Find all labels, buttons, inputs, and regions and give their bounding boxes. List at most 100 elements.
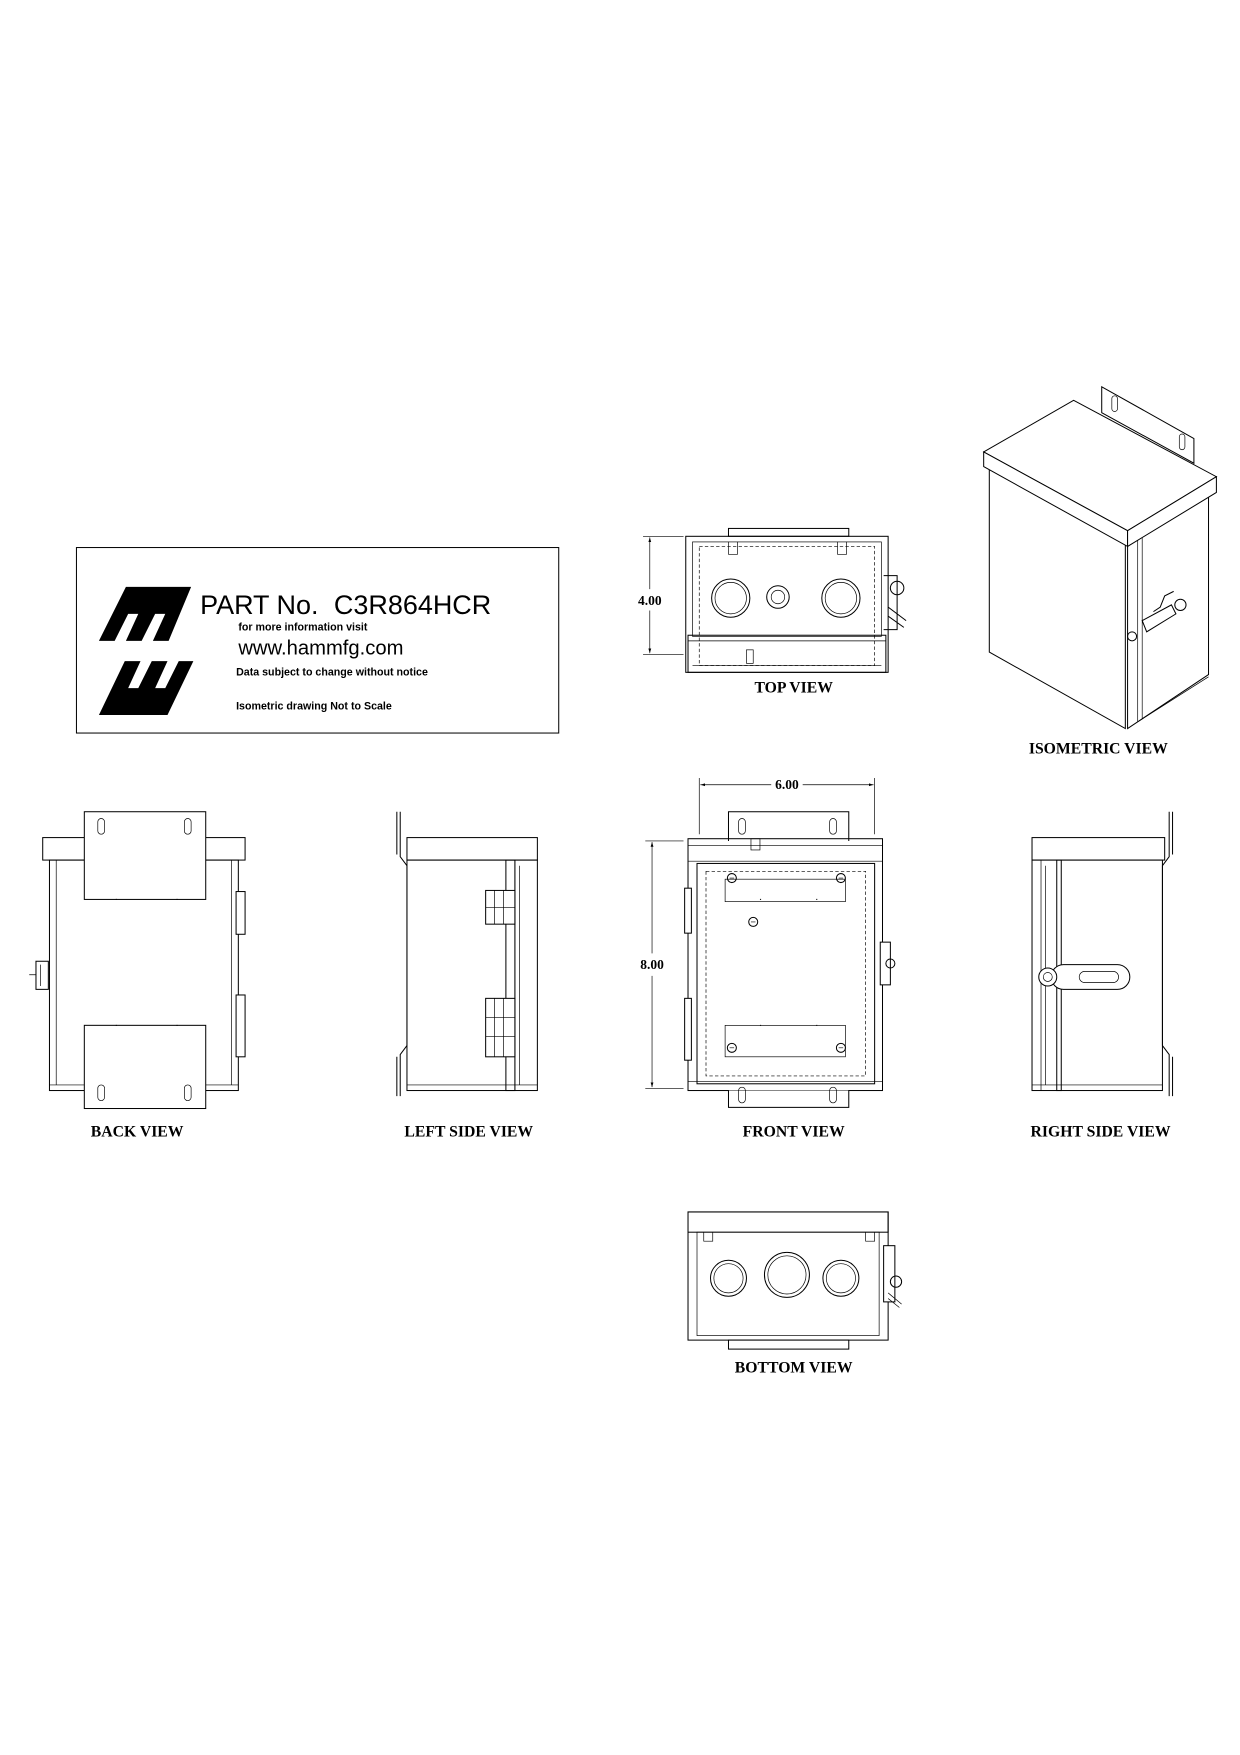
iso-latch: [1127, 590, 1187, 642]
info-line: for more information visit: [238, 622, 368, 634]
bracket-plate: [83, 1024, 207, 1110]
front-hinges: [684, 887, 692, 1061]
latch-handle: [1050, 964, 1131, 990]
latch-ring: [889, 580, 905, 596]
bottom-view: BOTTOM VIEW: [687, 1211, 903, 1377]
latch-ring: [885, 958, 896, 969]
iso-door-frame-lines: [1137, 537, 1209, 723]
height-dimension-value: 8.00: [640, 957, 664, 972]
top-view-knockouts: [711, 578, 861, 618]
latch-body: [879, 941, 891, 986]
dimension-extension-lines: [645, 840, 684, 1089]
bottom-knockouts: [709, 1251, 860, 1298]
bracket-slot-left: [738, 818, 746, 835]
bottom-mounting-bracket: [727, 1339, 850, 1350]
bracket-slot-left: [97, 1084, 105, 1101]
bracket-slot-left: [738, 1086, 746, 1104]
screw: [726, 873, 737, 884]
bottom-notches: [703, 1232, 875, 1242]
knockout-left-inner: [714, 582, 747, 615]
part-label: PART No.: [200, 590, 318, 620]
title-block: PART No. C3R864HCR for more information …: [75, 547, 560, 734]
front-lid-tab: [750, 838, 761, 851]
back-top-bracket: [83, 811, 207, 900]
screw: [726, 1042, 737, 1053]
left-lid: [406, 837, 538, 861]
latch-body: [35, 960, 49, 990]
top-view-mounting-bracket: [727, 527, 850, 537]
iso-latch-ring: [1174, 598, 1187, 612]
latch-slot: [1078, 971, 1119, 983]
front-hidden-backplate: [705, 870, 866, 1077]
knockout-right: [822, 1259, 860, 1297]
latch-pivot-inner: [1042, 972, 1053, 982]
iso-latch-hasp: [1153, 590, 1174, 613]
top-view-door-edge: [687, 634, 887, 673]
top-view-hidden-lines: [698, 546, 875, 666]
knockout-left: [711, 578, 751, 618]
knockout-center: [766, 585, 790, 609]
logo-lower-mark: [98, 661, 194, 716]
hammond-logo: [98, 586, 194, 716]
back-view: BACK VIEW: [29, 811, 246, 1141]
front-bottom-bracket: [727, 1086, 850, 1108]
bracket-slot-left: [97, 818, 105, 835]
iso-bracket-plate: [1101, 385, 1195, 465]
knockout-right-inner: [824, 582, 857, 615]
bracket-outline: [727, 1090, 850, 1108]
top-view-door-lines: [688, 640, 886, 666]
front-box-outline: [687, 838, 884, 1092]
depth-dimension: 4.00: [638, 535, 684, 655]
left-door: [505, 859, 538, 1092]
top-view-inner-wall: [692, 541, 882, 637]
website-link[interactable]: www.hammfg.com: [237, 637, 403, 659]
bottom-view-label: BOTTOM VIEW: [735, 1360, 853, 1377]
panel-dots: [759, 898, 818, 1026]
title-block-border: [75, 547, 560, 734]
front-screws: [726, 873, 846, 1053]
hinge-lower: [684, 997, 692, 1061]
height-dimension: 8.00: [640, 840, 684, 1089]
back-view-label: BACK VIEW: [91, 1124, 184, 1141]
right-mounting-flange: [1161, 811, 1174, 1097]
bottom-latch: [883, 1245, 903, 1308]
front-lower-cutout: [724, 1024, 846, 1058]
width-dimension: 6.00: [698, 777, 875, 835]
depth-dimension-value: 4.00: [638, 593, 662, 608]
screw-centers: [729, 877, 844, 1049]
bracket-plate: [83, 811, 207, 900]
bottom-door-edge: [687, 1211, 889, 1233]
knockout-right: [821, 578, 861, 618]
left-door-lines: [406, 860, 538, 1091]
iso-bracket-slot-left: [1111, 395, 1118, 412]
back-latch: [29, 960, 49, 990]
front-door: [696, 862, 876, 1085]
dimension-extension-lines: [643, 535, 684, 655]
top-view-door-tab: [746, 649, 754, 664]
bracket-slot-right: [184, 1084, 192, 1101]
front-lid-lines: [688, 845, 883, 1082]
knockout-center: [763, 1251, 810, 1298]
bracket-slot-right: [829, 1086, 837, 1104]
hinge-upper: [235, 891, 246, 935]
left-mounting-flange: [396, 811, 408, 1097]
bracket-slot-right: [829, 818, 837, 835]
hinge-lower: [485, 997, 516, 1058]
hinge-upper-lines: [485, 890, 515, 925]
top-view-notches: [728, 541, 847, 555]
right-side-view-label: RIGHT SIDE VIEW: [1031, 1124, 1171, 1141]
front-view: 6.00 8.00: [640, 777, 896, 1141]
top-view: 4.00 TOP VIEW: [638, 527, 907, 697]
disclaimer: Data subject to change without notice: [236, 667, 428, 679]
front-top-bracket: [727, 811, 850, 841]
left-side-view-label: LEFT SIDE VIEW: [404, 1124, 533, 1141]
screw: [835, 873, 846, 884]
width-dimension-value: 6.00: [775, 777, 799, 792]
bracket-outline: [727, 811, 850, 841]
hinge-lower: [235, 994, 246, 1058]
bracket-slot-right: [184, 818, 192, 835]
left-hinges: [485, 889, 516, 1058]
iso-lid-side-edge: [1127, 475, 1217, 548]
bottom-outline: [687, 1211, 889, 1341]
